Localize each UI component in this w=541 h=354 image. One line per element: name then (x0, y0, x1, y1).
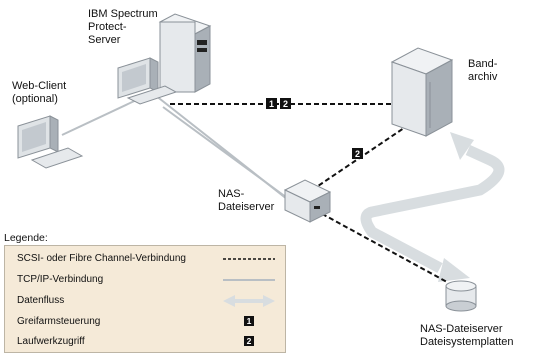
legend-symbol: 2 (219, 332, 279, 352)
badge-1-icon: 1 (244, 316, 254, 326)
tape-library-label: Band- archiv (468, 58, 498, 83)
legend-item-label: TCP/IP-Verbindung (17, 274, 104, 285)
nas-disk-storage (445, 280, 477, 312)
scsi-connections (170, 103, 448, 283)
dataflow-path (360, 132, 505, 282)
legend-symbol: 1 (219, 312, 279, 332)
nas-disks-label: NAS-Dateiserver Dateisystemplatten (420, 323, 514, 348)
legend-item-scsi: SCSI- oder Fibre Channel-Verbindung (5, 249, 285, 269)
legend-item-dataflow: Datenfluss (5, 291, 285, 311)
legend-item-label: Datenfluss (17, 295, 65, 306)
tcpip-connections (61, 87, 293, 204)
legend: SCSI- oder Fibre Channel-Verbindung TCP/… (4, 245, 286, 353)
web-client (17, 115, 84, 169)
nas-server-label: NAS- Dateiserver (218, 188, 275, 213)
badge-text: 1 (269, 99, 274, 109)
legend-title: Legende: (4, 232, 48, 244)
legend-item-robot-control: Greifarmsteuerung 1 (5, 312, 285, 332)
badge-server-library-1: 1 (266, 98, 277, 109)
tape-library (390, 47, 454, 137)
server-tower (158, 13, 212, 93)
legend-item-label: Laufwerkzugriff (17, 336, 85, 347)
nas-fileserver (283, 179, 332, 223)
web-client-label: Web-Client (optional) (12, 80, 67, 105)
server-console (117, 57, 178, 105)
badge-text: 2 (283, 99, 288, 109)
legend-item-tcpip: TCP/IP-Verbindung (5, 270, 285, 290)
badge-nas-library-2: 2 (352, 148, 363, 159)
badge-server-library-2: 2 (280, 98, 291, 109)
double-arrow-icon (223, 295, 275, 307)
server-label: IBM Spectrum Protect- Server (88, 8, 158, 46)
legend-item-drive-access: Laufwerkzugriff 2 (5, 332, 285, 352)
solid-line-icon (223, 279, 275, 281)
legend-item-label: Greifarmsteuerung (17, 316, 101, 327)
legend-item-label: SCSI- oder Fibre Channel-Verbindung (17, 253, 186, 264)
badge-2-icon: 2 (244, 336, 254, 346)
dashed-line-icon (223, 258, 275, 260)
badge-text: 2 (355, 149, 360, 159)
